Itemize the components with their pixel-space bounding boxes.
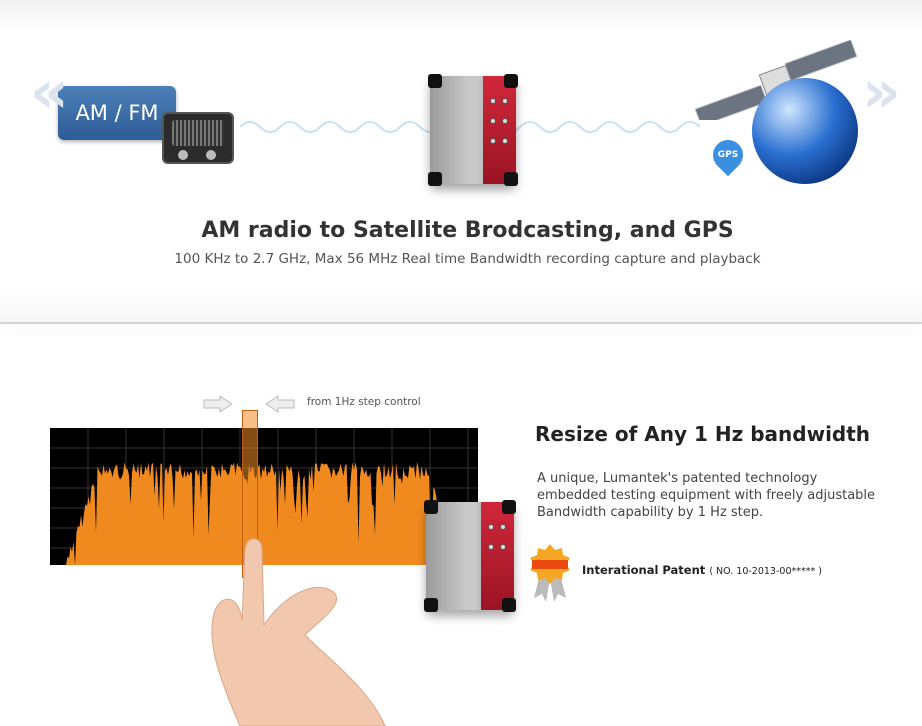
- radio-icon: [162, 112, 234, 164]
- device-image: [424, 500, 516, 612]
- am-fm-badge: AM / FM: [58, 86, 176, 140]
- chevron-right-icon: »: [862, 57, 901, 127]
- feature-title: Resize of Any 1 Hz bandwidth: [535, 422, 871, 446]
- patent-number: ( NO. 10-2013-00***** ): [709, 566, 822, 577]
- hand-image: [211, 538, 386, 726]
- gps-pin-label: GPS: [717, 150, 739, 160]
- device-image: [428, 74, 518, 186]
- section-subtitle: 100 KHz to 2.7 GHz, Max 56 MHz Real time…: [174, 251, 761, 267]
- step-control-label: from 1Hz step control: [307, 396, 421, 408]
- feature-description: A unique, Lumantek's patented technology…: [537, 471, 876, 520]
- patent-label: Interational Patent: [582, 563, 706, 577]
- arrow-left-icon: [265, 395, 295, 413]
- patent-info: Interational Patent ( NO. 10-2013-00****…: [582, 563, 822, 577]
- section-title: AM radio to Satellite Brodcasting, and G…: [201, 218, 734, 243]
- medal-icon: [530, 544, 570, 602]
- divider: [0, 322, 922, 324]
- globe-icon: [752, 78, 858, 184]
- gps-pin-icon: GPS: [706, 133, 750, 177]
- arrow-right-icon: [203, 395, 233, 413]
- spectrum-display: [50, 428, 478, 565]
- chevron-left-icon: «: [30, 57, 69, 127]
